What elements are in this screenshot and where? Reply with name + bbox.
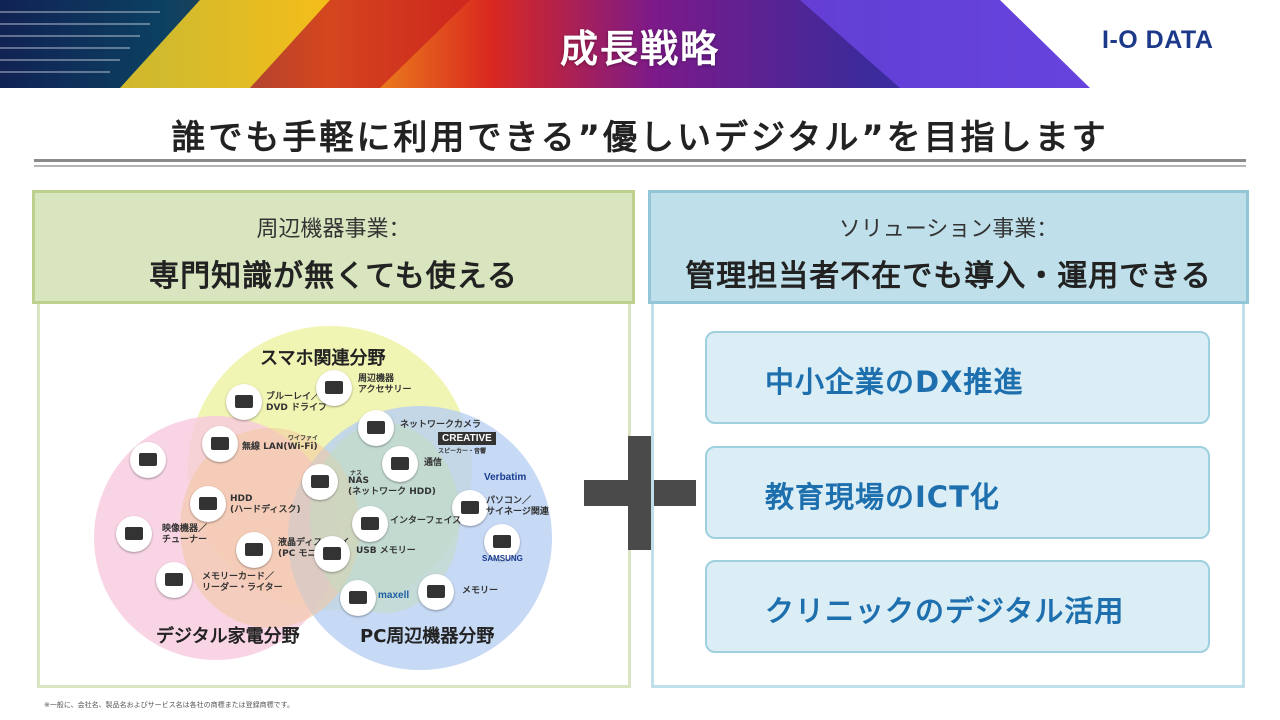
brand-samsung: SAMSUNG <box>482 554 523 563</box>
peripheral-business-tagline: 専門知識が無くても使える <box>149 259 518 294</box>
banner-graphic <box>0 0 1280 88</box>
ssd-icon <box>484 524 520 560</box>
peripheral-business-label: 周辺機器事業： <box>256 217 411 242</box>
router-icon <box>382 446 418 482</box>
solution-business-body <box>651 304 1245 688</box>
item-pc-signage: パソコン／サイネージ関連 <box>486 496 549 517</box>
iodata-logo: I-O DATA <box>1102 26 1214 54</box>
item-speaker: スピーカー・音響 <box>438 448 487 455</box>
brand-verbatim: Verbatim <box>484 472 527 483</box>
nas-icon <box>302 464 338 500</box>
solution-business-tagline: 管理担当者不在でも導入・運用できる <box>685 259 1212 294</box>
monitor-icon <box>236 532 272 568</box>
video-device-icon <box>116 516 152 552</box>
memory-card-icon <box>156 562 192 598</box>
disc-media-icon <box>340 580 376 616</box>
item-wifi-ruby: ワイファイ <box>288 435 319 442</box>
network-camera-icon <box>358 410 394 446</box>
venn-label-digital-home: デジタル家電分野 <box>156 626 300 647</box>
item-memory: メモリー <box>462 586 499 596</box>
solution-business-label: ソリューション事業： <box>838 217 1059 242</box>
solution-card-dx: 中小企業のDX推進 <box>705 331 1210 424</box>
interface-card-icon <box>352 506 388 542</box>
brand-maxell: maxell <box>378 590 410 601</box>
trademark-footnote: ※一般に、会社名、製品名およびサービス名は各社の商標または登録商標です。 <box>44 701 294 709</box>
item-video: 映像機器／チューナー <box>162 524 208 545</box>
brand-creative: CREATIVE <box>438 432 496 445</box>
header-banner: 成長戦略 I-O DATA <box>0 0 1280 88</box>
item-comm: 通信 <box>424 458 443 468</box>
pc-signage-icon <box>452 490 488 526</box>
venn-diagram: スマホ関連分野 デジタル家電分野 PC周辺機器分野 ブルーレイ／DVD ドライブ… <box>90 318 570 678</box>
item-display: 液晶ディスプレイ(PC モニター) <box>278 538 350 559</box>
venn-label-smartphone: スマホ関連分野 <box>260 348 386 369</box>
venn-label-pc: PC周辺機器分野 <box>360 626 495 647</box>
item-nas-ruby: ナス <box>350 470 363 477</box>
solution-label: 中小企業のDX推進 <box>765 365 1024 399</box>
item-accessory: 周辺機器アクセサリー <box>358 374 412 395</box>
solution-business-header: ソリューション事業： 管理担当者不在でも導入・運用できる <box>648 190 1249 304</box>
solution-label: クリニックのデジタル活用 <box>765 594 1125 628</box>
item-wireless-lan: 無線 LAN(Wi-Fi) <box>242 442 318 452</box>
item-memcard: メモリーカード／リーダー・ライター <box>202 572 283 593</box>
hdd-icon <box>190 486 226 522</box>
item-interface: インターフェイス <box>390 516 462 526</box>
subtitle-divider <box>34 159 1246 167</box>
accessory-icon <box>316 370 352 406</box>
plus-icon-bar <box>584 480 696 506</box>
item-bluray: ブルーレイ／DVD ドライブ <box>266 392 328 413</box>
tuner-icon <box>130 442 166 478</box>
memory-module-icon <box>418 574 454 610</box>
solution-card-ict: 教育現場のICT化 <box>705 446 1210 539</box>
slide-subtitle: 誰でも手軽に利用できる”優しいデジタル”を目指します <box>171 118 1109 158</box>
slide-title: 成長戦略 <box>559 27 720 71</box>
peripheral-business-header: 周辺機器事業： 専門知識が無くても使える <box>32 190 635 304</box>
item-hdd: HDD(ハードディスク) <box>230 494 301 515</box>
item-network-camera: ネットワークカメラ <box>400 420 482 430</box>
wireless-router-icon <box>202 426 238 462</box>
item-nas: NAS(ネットワーク HDD) <box>348 476 436 497</box>
item-usb: USB メモリー <box>356 546 416 556</box>
solution-card-clinic: クリニックのデジタル活用 <box>705 560 1210 653</box>
usb-memory-icon <box>314 536 350 572</box>
solution-label: 教育現場のICT化 <box>765 480 1000 514</box>
bluray-drive-icon <box>226 384 262 420</box>
